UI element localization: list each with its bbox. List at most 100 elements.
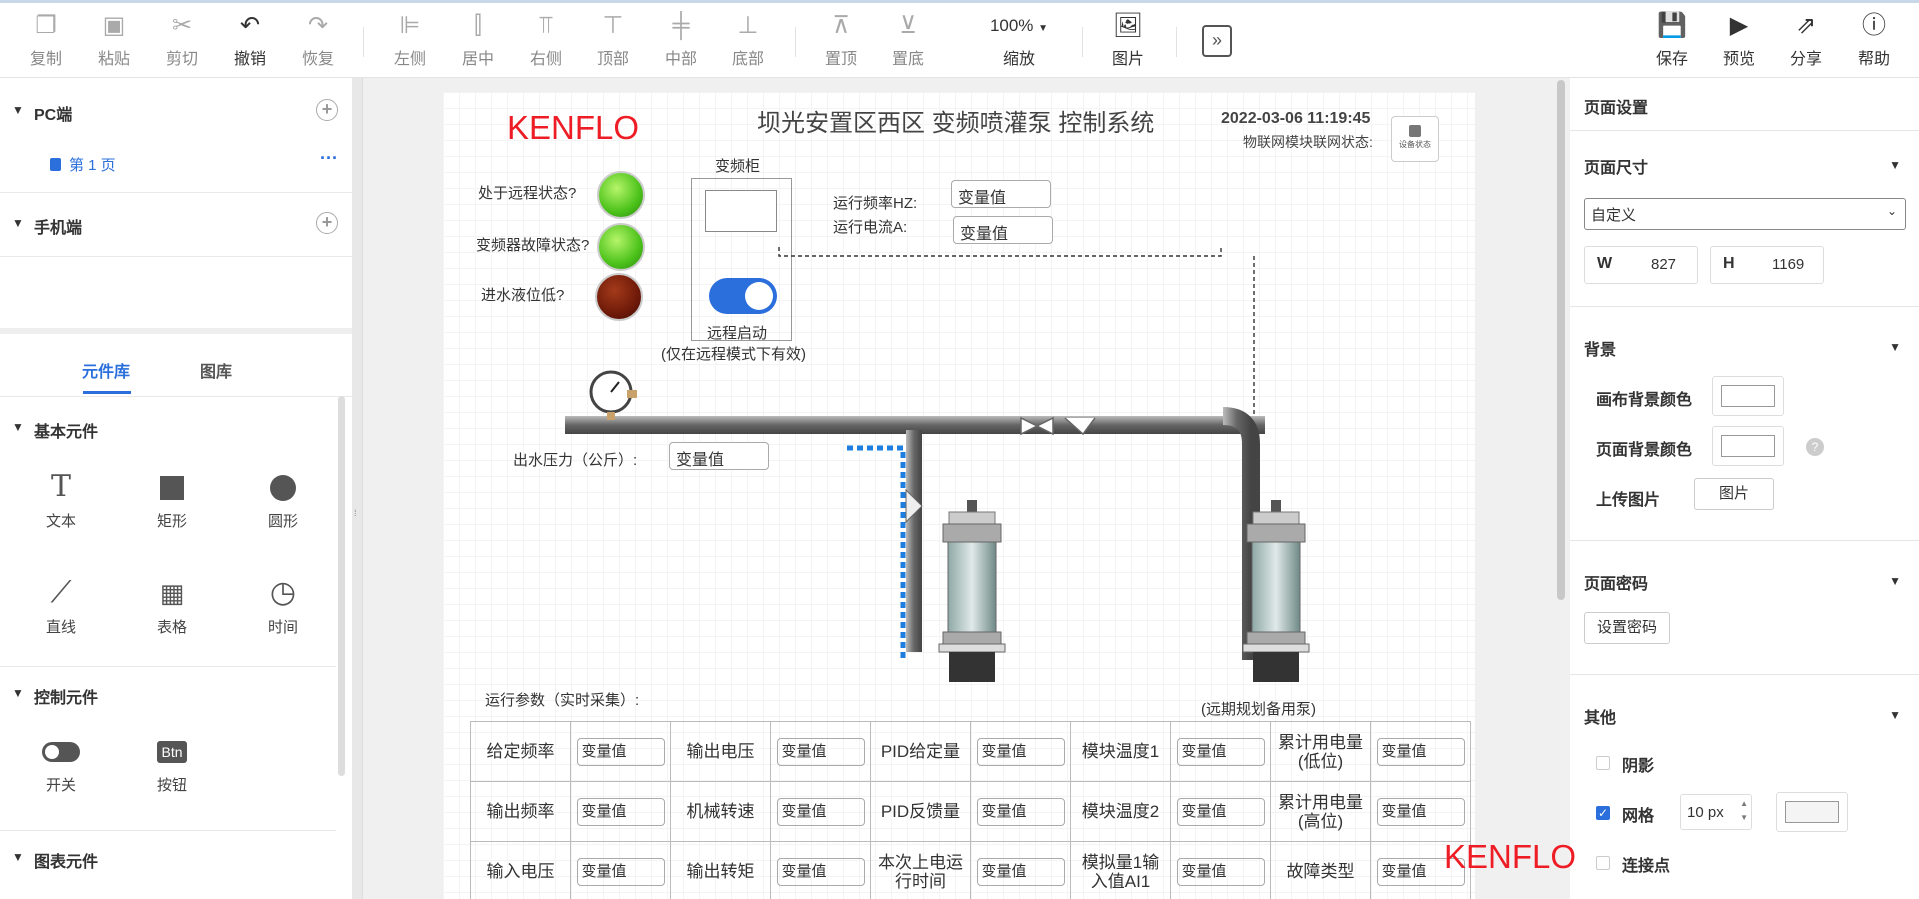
- align-right-button[interactable]: ⫪右侧: [514, 11, 578, 69]
- align-left-button[interactable]: ⊫左侧: [378, 11, 442, 69]
- right-panel: 页面设置 页面尺寸 ▼ 自定义 ⌄ W 827 H 1169 背景 ▼ 画布背景…: [1444, 78, 1919, 899]
- page-size-select[interactable]: 自定义 ⌄: [1584, 198, 1906, 230]
- param-value-cell: 变量值: [770, 721, 871, 782]
- zoom-dropdown[interactable]: 100% ▼ 缩放: [989, 16, 1049, 68]
- iot-status-label: 物联网模块联网状态:: [1243, 134, 1373, 150]
- toggle-knob: [745, 282, 773, 310]
- align-top-button[interactable]: ⊤顶部: [581, 11, 645, 69]
- align-center-button[interactable]: ⫿居中: [446, 11, 510, 69]
- send-bottom-icon: ⊻: [899, 12, 917, 39]
- password-header[interactable]: 页面密码: [1584, 576, 1649, 593]
- tab-components[interactable]: 元件库: [82, 364, 131, 381]
- copy-button[interactable]: ❐复制: [14, 11, 78, 69]
- canvas-scrollbar[interactable]: [1557, 80, 1565, 600]
- param-value-cell: 变量值: [570, 781, 671, 842]
- remote-start-label: 远程启动: [707, 325, 768, 342]
- add-page-icon[interactable]: +: [316, 212, 338, 234]
- pc-section-header[interactable]: ▼ PC端 +: [0, 95, 352, 127]
- add-page-icon[interactable]: +: [316, 99, 338, 121]
- canvas-bg-color-picker[interactable]: [1712, 376, 1784, 416]
- caret-down-icon[interactable]: ▼: [1889, 340, 1901, 354]
- caret-down-icon[interactable]: ▼: [1889, 574, 1901, 588]
- grid-size-input[interactable]: 10 px ▲▼: [1680, 794, 1752, 830]
- upload-image-button[interactable]: 图片: [1694, 478, 1774, 510]
- shadow-label: 阴影: [1622, 758, 1655, 775]
- mobile-section-header[interactable]: ▼ 手机端 +: [0, 208, 352, 240]
- pressure-label: 出水压力（公斤）:: [513, 452, 638, 469]
- undo-icon: ↶: [239, 12, 261, 39]
- expand-toolbar-button[interactable]: »: [1202, 25, 1232, 57]
- chart-components-header[interactable]: ▼ 图表元件: [12, 850, 99, 871]
- param-value-cell: 变量值: [970, 841, 1071, 899]
- width-field[interactable]: W 827: [1584, 246, 1698, 284]
- param-value: 变量值: [1176, 737, 1265, 766]
- paste-button[interactable]: ▣粘贴: [82, 11, 146, 69]
- image-button[interactable]: 🖼图片: [1096, 11, 1160, 69]
- align-top-icon: ⊤: [602, 12, 624, 39]
- caret-down-icon: ▼: [12, 686, 24, 700]
- param-value-cell: 变量值: [1370, 721, 1471, 782]
- share-icon: ⇗: [1795, 12, 1817, 39]
- bring-to-top-button[interactable]: ⊼置顶: [809, 11, 873, 69]
- more-icon[interactable]: ···: [320, 148, 338, 168]
- page-size-header[interactable]: 页面尺寸: [1584, 160, 1649, 177]
- grid-color-picker[interactable]: [1776, 792, 1848, 832]
- grid-checkbox[interactable]: ✓: [1596, 806, 1610, 820]
- align-middle-button[interactable]: ╪中部: [649, 11, 713, 69]
- param-value: 变量值: [976, 857, 1065, 886]
- share-button[interactable]: ⇗分享: [1774, 11, 1838, 69]
- cabinet-label: 变频柜: [715, 158, 761, 175]
- shadow-checkbox[interactable]: [1596, 756, 1610, 770]
- page-bg-color-picker[interactable]: [1712, 426, 1784, 466]
- remote-start-toggle[interactable]: [709, 278, 777, 314]
- align-bottom-button[interactable]: ⊥底部: [716, 11, 780, 69]
- param-value: 变量值: [1376, 737, 1465, 766]
- undo-button[interactable]: ↶撤销: [218, 11, 282, 69]
- height-field[interactable]: H 1169: [1710, 246, 1824, 284]
- page-item-1[interactable]: 第 1 页: [50, 154, 116, 175]
- panel-splitter[interactable]: [0, 328, 352, 334]
- current-label: 运行电流A:: [833, 219, 908, 236]
- left-collapse-handle[interactable]: ⁞: [352, 78, 363, 899]
- connect-points-checkbox[interactable]: [1596, 856, 1610, 870]
- check-valve: [1064, 417, 1096, 436]
- pressure-value: 变量值: [669, 442, 769, 470]
- redo-button[interactable]: ↷恢复: [286, 11, 350, 69]
- table-icon: ▦: [159, 578, 185, 608]
- caret-down-icon[interactable]: ▼: [1889, 708, 1901, 722]
- water-low-indicator: [595, 273, 643, 321]
- param-value: 变量值: [576, 857, 665, 886]
- background-header[interactable]: 背景: [1584, 342, 1617, 359]
- preview-button[interactable]: ▶预览: [1707, 11, 1771, 69]
- vfd-fault-indicator: [597, 223, 645, 271]
- caret-down-icon[interactable]: ▼: [1889, 158, 1901, 172]
- component-circle[interactable]: 圆形: [238, 470, 328, 531]
- component-table[interactable]: ▦表格: [127, 576, 217, 637]
- cabinet-display: [705, 190, 777, 232]
- align-center-icon: ⫿: [474, 12, 482, 39]
- pump-1: [938, 500, 1006, 682]
- component-rect[interactable]: 矩形: [127, 470, 217, 531]
- control-components-header[interactable]: ▼ 控制元件: [12, 686, 99, 707]
- param-value: 变量值: [1176, 797, 1265, 826]
- component-switch[interactable]: 开关: [16, 734, 106, 795]
- cut-button[interactable]: ✂剪切: [150, 11, 214, 69]
- tab-gallery[interactable]: 图库: [200, 364, 233, 381]
- component-line[interactable]: ⟋直线: [16, 576, 106, 637]
- other-header[interactable]: 其他: [1584, 710, 1617, 727]
- stepper-icon[interactable]: ▲▼: [1740, 799, 1748, 822]
- send-to-bottom-button[interactable]: ⊻置底: [876, 11, 940, 69]
- help-icon[interactable]: ?: [1806, 438, 1824, 456]
- basic-components-header[interactable]: ▼ 基本元件: [12, 420, 99, 441]
- set-password-button[interactable]: 设置密码: [1584, 612, 1670, 644]
- device-status-widget[interactable]: 设备状态: [1391, 116, 1439, 162]
- param-label: 本次上电运行时间: [870, 841, 971, 899]
- save-button[interactable]: 💾保存: [1640, 11, 1704, 69]
- component-time[interactable]: ◷时间: [238, 576, 328, 637]
- page-settings-title: 页面设置: [1584, 100, 1649, 117]
- left-scrollbar[interactable]: [338, 396, 345, 776]
